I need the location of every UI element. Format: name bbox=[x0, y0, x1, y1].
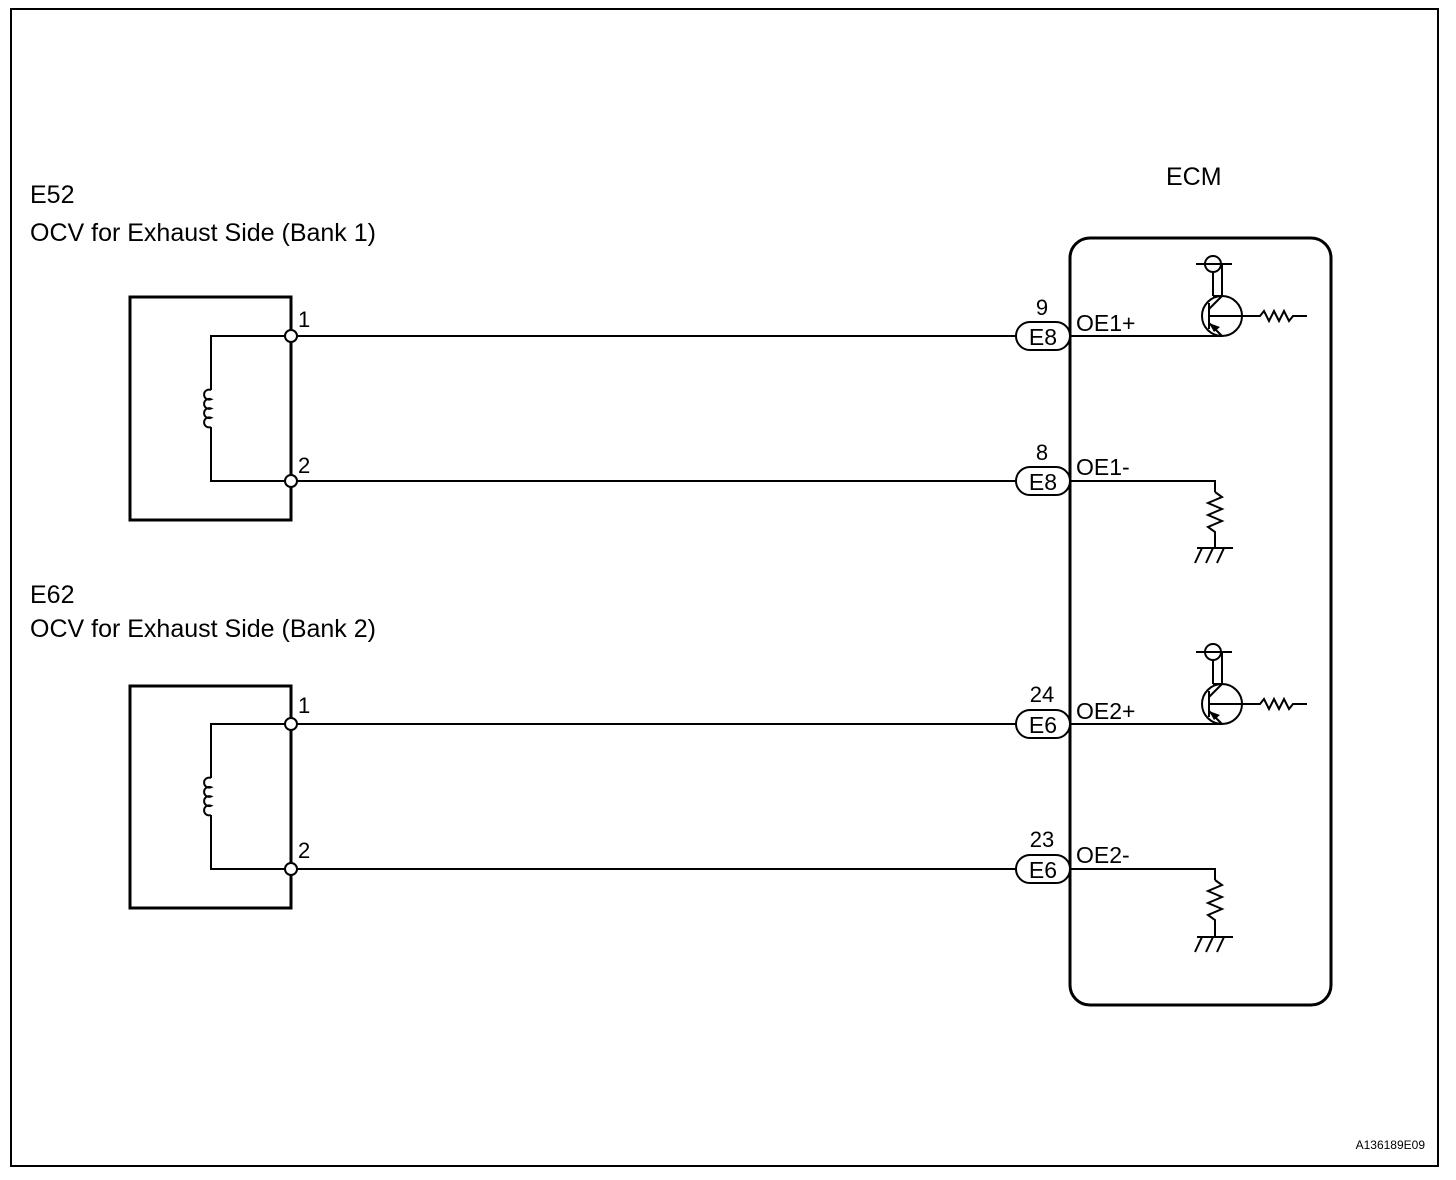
power-supply-icon bbox=[1196, 255, 1232, 297]
signal-name: OE1+ bbox=[1076, 310, 1135, 336]
pin-label: 2 bbox=[298, 453, 310, 478]
terminal-circle bbox=[284, 717, 298, 731]
component-e62: E62 OCV for Exhaust Side (Bank 2) 1 2 bbox=[30, 581, 376, 910]
harness-wires bbox=[297, 335, 1016, 870]
ground-icon bbox=[1194, 547, 1233, 564]
pin-label: 1 bbox=[298, 307, 310, 332]
connector-code: E6 bbox=[1029, 712, 1057, 738]
ocv-housing bbox=[128, 295, 293, 522]
ocv-internal-wire bbox=[210, 723, 291, 870]
resistor-icon bbox=[1205, 491, 1225, 548]
pin-label: 1 bbox=[298, 693, 310, 718]
ecm-box bbox=[1068, 236, 1333, 1007]
pin-label: 2 bbox=[298, 838, 310, 863]
internal-wire bbox=[1070, 480, 1216, 492]
ecm-terminal-oe2-minus: 23 E6 OE2- bbox=[1015, 827, 1233, 953]
coil-icon bbox=[203, 776, 214, 817]
ecm-terminal-oe1-plus: 9 E8 OE1+ bbox=[1015, 255, 1307, 351]
terminal-circle bbox=[284, 474, 298, 488]
figure-frame bbox=[10, 8, 1439, 1167]
internal-wire bbox=[1070, 868, 1216, 880]
component-name: OCV for Exhaust Side (Bank 2) bbox=[30, 615, 376, 643]
coil-icon bbox=[203, 388, 214, 429]
ecm-terminal-oe1-minus: 8 E8 OE1- bbox=[1015, 440, 1233, 564]
signal-name: OE2+ bbox=[1076, 698, 1135, 724]
component-name: OCV for Exhaust Side (Bank 1) bbox=[30, 219, 376, 247]
pin-number: 9 bbox=[1036, 295, 1048, 320]
connector-code: E8 bbox=[1029, 324, 1057, 350]
connector-code: E6 bbox=[1029, 857, 1057, 883]
ecm-title: ECM bbox=[1166, 163, 1222, 191]
resistor-icon bbox=[1205, 879, 1225, 937]
terminal-circle bbox=[284, 862, 298, 876]
ocv-internal-wire bbox=[210, 335, 291, 482]
pin-number: 23 bbox=[1030, 827, 1054, 852]
pin-number: 24 bbox=[1030, 682, 1054, 707]
ocv-terminals bbox=[284, 329, 298, 876]
signal-name: OE2- bbox=[1076, 842, 1130, 868]
power-supply-icon bbox=[1196, 643, 1232, 685]
ecm-terminal-oe2-plus: 24 E6 OE2+ bbox=[1015, 643, 1307, 739]
ocv-housing bbox=[128, 684, 293, 910]
figure-id: A136189E09 bbox=[1356, 1138, 1426, 1152]
connector-code: E8 bbox=[1029, 469, 1057, 495]
resistor-icon bbox=[1240, 308, 1307, 324]
transistor-icon bbox=[1201, 652, 1243, 725]
component-e52: E52 OCV for Exhaust Side (Bank 1) 1 2 bbox=[30, 181, 376, 522]
component-code: E62 bbox=[30, 581, 74, 609]
signal-name: OE1- bbox=[1076, 454, 1130, 480]
transistor-icon bbox=[1201, 264, 1243, 337]
resistor-icon bbox=[1240, 696, 1307, 712]
pin-number: 8 bbox=[1036, 440, 1048, 465]
ground-icon bbox=[1194, 936, 1233, 953]
component-code: E52 bbox=[30, 181, 74, 209]
terminal-circle bbox=[284, 329, 298, 343]
